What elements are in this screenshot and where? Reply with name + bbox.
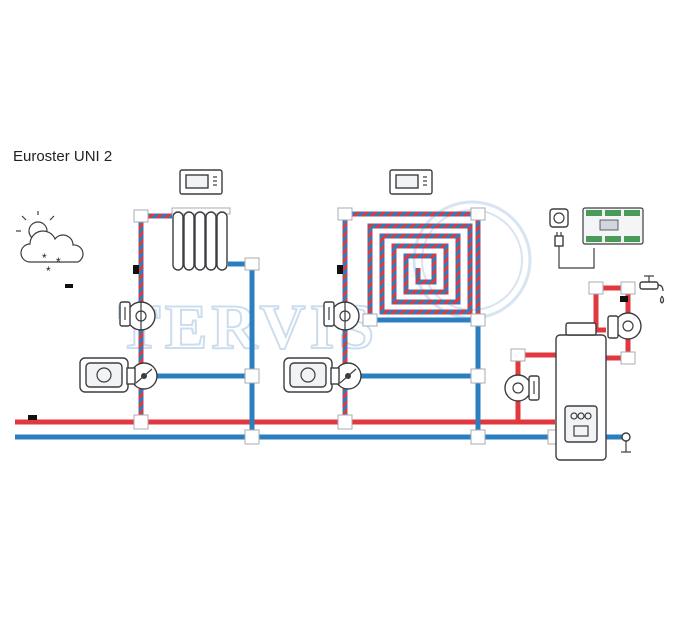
supply-sensor <box>28 415 37 420</box>
room-thermostat-icon <box>179 169 223 195</box>
floor-sensor <box>337 265 343 274</box>
svg-text:*: * <box>56 255 61 269</box>
circulation-pump-icon <box>119 301 156 331</box>
room-thermostat-icon <box>389 169 433 195</box>
circulation-pump-icon <box>607 312 642 340</box>
power-plug-icon <box>554 232 595 269</box>
valve-actuator-icon <box>79 357 136 393</box>
floor-heating-circuit <box>283 169 486 445</box>
water-tap-icon <box>639 275 665 304</box>
circulation-pump-icon <box>323 301 360 331</box>
svg-text:*: * <box>46 264 51 278</box>
boiler-section <box>504 275 665 461</box>
drain-valve-icon <box>621 432 631 453</box>
circulation-pump-icon <box>504 374 540 402</box>
valve-actuator-icon <box>283 357 340 393</box>
mixing-valve-icon <box>334 362 362 390</box>
sun-cloud-snow-icon: * * * <box>16 211 84 288</box>
main-pipes <box>15 415 555 440</box>
radiator-sensor <box>133 265 139 274</box>
svg-text:*: * <box>42 251 47 265</box>
floor-heating-loop-icon <box>367 223 473 320</box>
dhw-sensor <box>620 296 628 302</box>
radiator-circuit <box>79 169 260 445</box>
power-socket-icon <box>549 208 569 228</box>
diagram-title: Euroster UNI 2 <box>13 148 113 165</box>
radiator-icon <box>171 207 231 271</box>
boiler-icon <box>555 322 607 461</box>
outdoor-sensor <box>65 284 73 288</box>
din-rail-controller-icon <box>582 207 644 245</box>
